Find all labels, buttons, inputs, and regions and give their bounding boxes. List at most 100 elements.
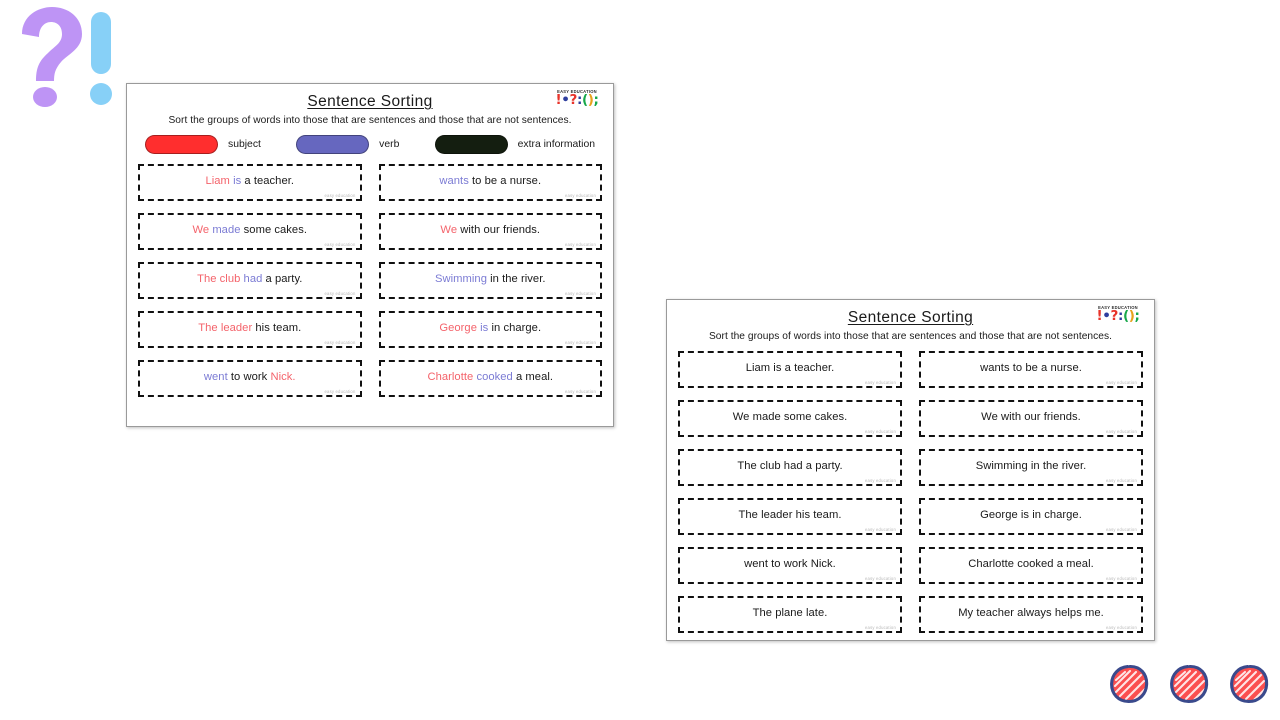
watermark-label: easy education: [865, 576, 896, 581]
page-title: Sentence Sorting: [847, 309, 974, 326]
sentence-card-text: We made some cakes.: [192, 224, 307, 236]
sentence-word-plain: Swimming in the river.: [975, 460, 1087, 472]
logo-punctuation-marks: !•?:();: [1090, 310, 1146, 324]
sentence-card[interactable]: Swimming in the river.easy education: [378, 262, 602, 299]
sentence-word-verb: made: [209, 224, 241, 236]
decorative-circle-1: [1168, 663, 1210, 710]
watermark-label: easy education: [865, 625, 896, 630]
sentence-word-extra: a meal.: [512, 371, 554, 383]
watermark-label: easy education: [1106, 527, 1137, 532]
sentence-card[interactable]: went to work Nick. easy education: [678, 547, 902, 584]
sentence-card[interactable]: went to work Nick. easy education: [138, 360, 362, 397]
sentence-card[interactable]: wants to be a nurse.easy education: [378, 164, 602, 201]
sentence-card[interactable]: We made some cakes. easy education: [138, 213, 362, 250]
sentence-card-text: Liam is a teacher.: [205, 175, 294, 187]
legend-label-subject: subject: [228, 139, 261, 150]
sentence-card[interactable]: We made some cakes.easy education: [678, 400, 902, 437]
instruction-text: Sort the groups of words into those that…: [708, 331, 1113, 342]
watermark-label: easy education: [565, 242, 596, 247]
sentence-word-verb: cooked: [473, 371, 513, 383]
sentence-card[interactable]: George is in charge.easy education: [378, 311, 602, 348]
sentence-card[interactable]: The plane late. easy education: [678, 596, 902, 633]
sentence-card-text: went to work Nick.: [744, 558, 836, 570]
logo-wordmark: EASY EDUCATION: [1098, 305, 1138, 310]
logo-mark-3: :: [576, 92, 582, 109]
watermark-label: easy education: [865, 527, 896, 532]
sentence-word-plain: The club had a party.: [737, 460, 843, 472]
legend-item-verb: verb: [296, 135, 399, 154]
sentence-card-text: wants to be a nurse.: [439, 175, 541, 187]
sentence-card[interactable]: The club had a party. easy education: [138, 262, 362, 299]
sentence-card-text: The leader his team.: [198, 322, 301, 334]
sentence-card[interactable]: wants to be a nurse. easy education: [919, 351, 1143, 388]
sentence-card-text: The plane late.: [753, 607, 828, 619]
watermark-label: easy education: [324, 389, 356, 394]
sentence-card-text: Charlotte cooked a meal.: [968, 558, 1094, 570]
sentence-card-text: We made some cakes.: [733, 411, 848, 423]
sentence-card[interactable]: Swimming in the river. easy education: [919, 449, 1143, 486]
sentence-card[interactable]: The leader his team. easy education: [138, 311, 362, 348]
sentence-word-extra: in the river.: [486, 273, 546, 285]
watermark-label: easy education: [324, 242, 356, 247]
sentence-word-verb: is: [476, 322, 489, 334]
legend-pill-verb[interactable]: [296, 135, 370, 154]
sentence-card-text: We with our friends.: [440, 224, 540, 236]
legend-pill-subject[interactable]: [145, 135, 218, 154]
sentence-card[interactable]: Liam is a teacher.easy education: [138, 164, 362, 201]
sentence-card-text: The club had a party.: [197, 273, 302, 285]
sentence-word-extra: his team.: [252, 322, 302, 334]
sentence-card[interactable]: We with our friends. easy education: [919, 400, 1143, 437]
sentence-word-subject: Charlotte: [427, 371, 474, 383]
sentence-card-text: went to work Nick.: [204, 371, 296, 383]
logo-mark-1: •: [561, 92, 570, 109]
sentence-card[interactable]: The leader his team. easy education: [678, 498, 902, 535]
sentence-card[interactable]: We with our friends. easy education: [378, 213, 602, 250]
sentence-word-verb: went: [203, 371, 228, 383]
sentence-word-plain: Liam is a teacher.: [745, 362, 835, 374]
watermark-label: easy education: [1106, 625, 1137, 630]
sentence-card[interactable]: George is in charge. easy education: [919, 498, 1143, 535]
logo-mark-5: ): [1128, 308, 1135, 325]
sentence-card-text: Charlotte cooked a meal.: [427, 371, 553, 383]
logo-mark-4: (: [1122, 308, 1129, 325]
sentence-word-plain: The leader his team.: [738, 509, 842, 521]
sentence-card-text: The leader his team.: [739, 509, 842, 521]
exclamation-mark-icon: [90, 12, 112, 105]
sentence-word-plain: We with our friends.: [981, 411, 1081, 423]
watermark-label: easy education: [1106, 478, 1137, 483]
legend-pill-extra[interactable]: [434, 135, 508, 154]
watermark-label: easy education: [565, 389, 596, 394]
legend-item-subject: subject: [145, 135, 261, 154]
watermark-label: easy education: [1106, 380, 1137, 385]
sentence-word-plain: wants to be a nurse.: [980, 362, 1082, 374]
logo-mark-6: ;: [593, 92, 599, 109]
watermark-label: easy education: [324, 291, 356, 296]
sentence-card-text: Swimming in the river.: [435, 273, 546, 285]
sentence-word-verb: wants: [439, 175, 469, 187]
sentence-word-extra: some cakes.: [240, 224, 308, 236]
sentence-card-text: George is in charge.: [980, 509, 1082, 521]
watermark-label: easy education: [1106, 429, 1137, 434]
sentence-card[interactable]: Charlotte cooked a meal. easy education: [378, 360, 602, 397]
logo-mark-0: !: [1096, 308, 1103, 325]
watermark-label: easy education: [324, 340, 356, 345]
sentence-card-text: wants to be a nurse.: [980, 362, 1082, 374]
punctuation-svg: [22, 7, 112, 107]
sentence-word-subject: We: [440, 224, 458, 236]
sentence-word-extra: to work: [227, 371, 271, 383]
sentence-word-subject: The leader: [198, 322, 253, 334]
sentence-word-subject: We: [192, 224, 210, 236]
logo-mark-0: !: [555, 92, 562, 109]
logo-mark-2: ?: [1110, 308, 1119, 325]
sentence-card-text: Liam is a teacher.: [746, 362, 835, 374]
sentence-word-plain: My teacher always helps me.: [958, 607, 1104, 619]
logo-wordmark: EASY EDUCATION: [557, 89, 597, 94]
sentence-card[interactable]: Charlotte cooked a meal.easy education: [919, 547, 1143, 584]
sentence-card[interactable]: The club had a party.easy education: [678, 449, 902, 486]
sentence-card[interactable]: My teacher always helps me. easy educatio…: [919, 596, 1143, 633]
sentence-card[interactable]: Liam is a teacher.easy education: [678, 351, 902, 388]
